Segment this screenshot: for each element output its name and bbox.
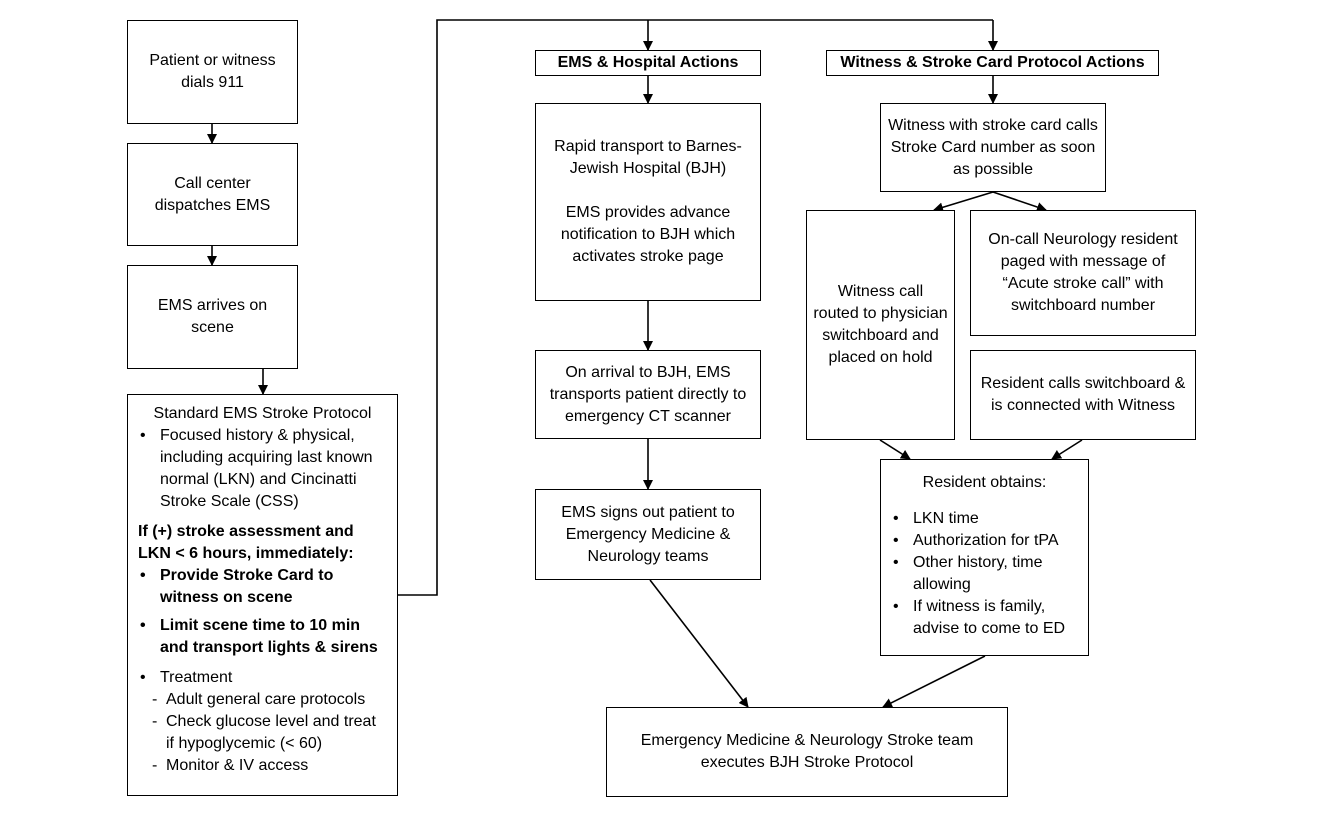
arrow-calls-to-routed xyxy=(933,191,994,213)
witness-protocol-header: Witness & Stroke Card Protocol Actions xyxy=(826,50,1159,76)
arrow-calls-to-paged xyxy=(992,191,1047,212)
treatment-sub-item: Monitor & IV access xyxy=(152,755,387,777)
resident-obtains-list: LKN time Authorization for tPA Other his… xyxy=(891,508,1078,640)
treatment-label: Treatment xyxy=(138,667,387,689)
rapid-transport-text: Rapid transport to Barnes-Jewish Hospita… xyxy=(554,138,742,177)
rapid-transport-box: Rapid transport to Barnes-Jewish Hospita… xyxy=(535,103,761,301)
resident-obtains-box: Resident obtains: LKN time Authorization… xyxy=(880,459,1089,656)
final-protocol-box: Emergency Medicine & Neurology Stroke te… xyxy=(606,707,1008,797)
resident-calls-box: Resident calls switchboard & is connecte… xyxy=(970,350,1196,440)
arrive-box: EMS arrives on scene xyxy=(127,265,298,369)
arrive-text: EMS arrives on scene xyxy=(157,297,268,336)
call-routed-box: Witness call routed to physician switchb… xyxy=(806,210,955,440)
signout-text: EMS signs out patient to Emergency Medic… xyxy=(561,503,735,565)
dial-911-text: Patient or witness dials 911 xyxy=(149,52,276,91)
protocol-bold-intro: If (+) stroke assessment and LKN < 6 hou… xyxy=(138,523,354,562)
resident-paged-text: On-call Neurology resident paged with me… xyxy=(988,231,1178,314)
obtains-item: LKN time xyxy=(891,508,1078,530)
treatment-sub-item: Check glucose level and treat if hypogly… xyxy=(152,711,387,755)
resident-obtains-title: Resident obtains: xyxy=(922,474,1047,491)
ems-hospital-header-text: EMS & Hospital Actions xyxy=(557,54,739,71)
protocol-bold-bullet: Provide Stroke Card to witness on scene xyxy=(138,565,387,609)
arrival-ct-box: On arrival to BJH, EMS transports patien… xyxy=(535,350,761,439)
obtains-item: Authorization for tPA xyxy=(891,530,1078,552)
protocol-bold-bullet: Limit scene time to 10 min and transport… xyxy=(138,615,387,659)
protocol-title: Standard EMS Stroke Protocol xyxy=(153,405,372,422)
ems-hospital-header: EMS & Hospital Actions xyxy=(535,50,761,76)
dispatch-box: Call center dispatches EMS xyxy=(127,143,298,246)
protocol-bold-list: Provide Stroke Card to witness on scene … xyxy=(138,565,387,659)
protocol-list: Focused history & physical, including ac… xyxy=(138,425,387,513)
arrow-signout-to-final xyxy=(649,579,749,708)
arrival-ct-text: On arrival to BJH, EMS transports patien… xyxy=(549,363,747,425)
arrow-routed-to-obtains xyxy=(879,439,911,460)
protocol-bullet-history: Focused history & physical, including ac… xyxy=(138,425,387,513)
treatment-sublist: Adult general care protocols Check gluco… xyxy=(138,689,387,777)
signout-box: EMS signs out patient to Emergency Medic… xyxy=(535,489,761,580)
call-routed-text: Witness call routed to physician switchb… xyxy=(813,283,948,366)
arrow-obtains-to-final xyxy=(882,655,986,708)
dispatch-text: Call center dispatches EMS xyxy=(154,174,271,214)
treatment-list: Treatment xyxy=(138,667,387,689)
connector-protocol-to-top xyxy=(397,19,993,596)
arrow-resident-calls-to-obtains xyxy=(1051,439,1083,460)
witness-calls-box: Witness with stroke card calls Stroke Ca… xyxy=(880,103,1106,192)
witness-calls-text: Witness with stroke card calls Stroke Ca… xyxy=(888,116,1098,178)
resident-paged-box: On-call Neurology resident paged with me… xyxy=(970,210,1196,336)
final-protocol-text: Emergency Medicine & Neurology Stroke te… xyxy=(640,732,974,771)
obtains-item: If witness is family, advise to come to … xyxy=(891,596,1078,640)
witness-protocol-header-text: Witness & Stroke Card Protocol Actions xyxy=(840,54,1145,71)
obtains-item: Other history, time allowing xyxy=(891,552,1078,596)
dial-911-box: Patient or witness dials 911 xyxy=(127,20,298,124)
advance-notification-text: EMS provides advance notification to BJH… xyxy=(560,204,736,265)
ems-stroke-protocol-box: Standard EMS Stroke Protocol Focused his… xyxy=(127,394,398,796)
resident-calls-text: Resident calls switchboard & is connecte… xyxy=(980,375,1186,414)
treatment-sub-item: Adult general care protocols xyxy=(152,689,387,711)
